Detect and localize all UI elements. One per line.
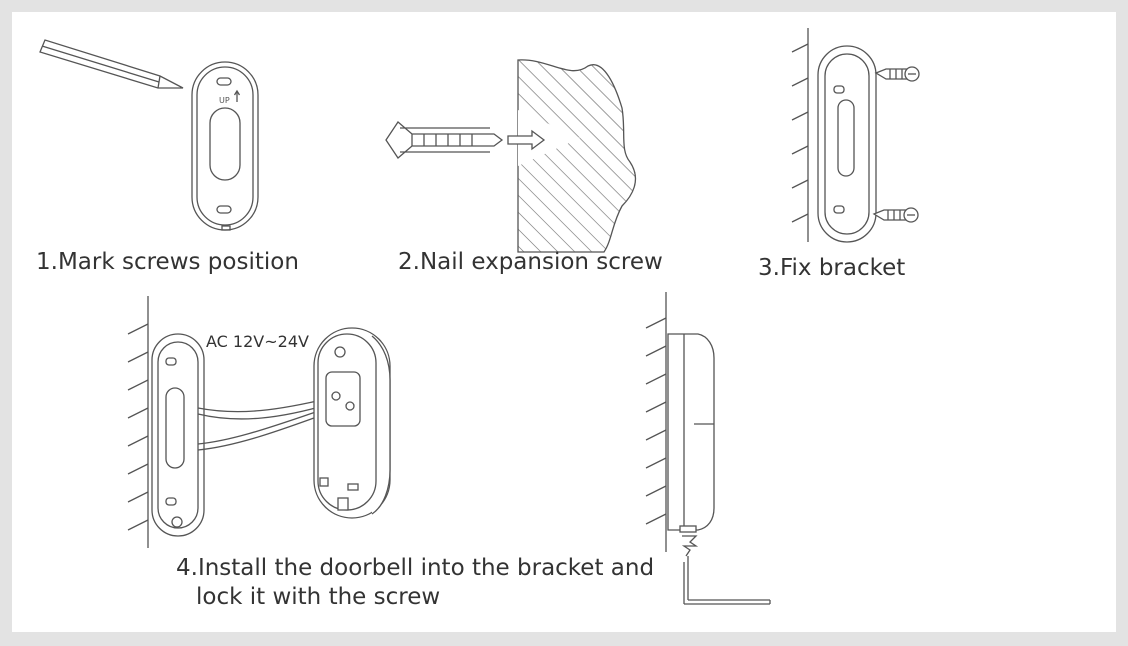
wall-hatch [791,43,809,223]
step2-caption: 2.Nail expansion screw [398,249,663,275]
wall-hatch [645,317,667,525]
step3-illustration [791,28,920,243]
arrow-right-icon [507,129,546,151]
screwdriver-icon [681,535,771,605]
bracket-front: UP [191,61,259,231]
step4-illustration [127,296,391,548]
step1-caption: 1.Mark screws position [36,249,299,275]
screw-icon [874,66,920,82]
step1-illustration: UP [39,39,259,231]
screw-icon [872,207,919,223]
expansion-anchor-icon [385,121,504,159]
voltage-label: AC 12V~24V [206,332,309,351]
step3-caption: 3.Fix bracket [758,255,906,281]
doorbell-side [667,333,715,533]
bracket-on-wall [151,333,205,537]
step4-caption-line1: 4.Install the doorbell into the bracket … [176,555,655,581]
step2-illustration [385,59,637,253]
wall-cross-section [517,59,637,253]
doorbell-back [313,327,391,519]
pencil-icon [39,39,184,89]
bracket-side [817,45,877,243]
up-marking: UP [219,96,230,105]
wall-hatch [127,323,149,531]
step4-side-illustration [645,292,771,605]
step4-caption-line2: lock it with the screw [196,584,441,610]
